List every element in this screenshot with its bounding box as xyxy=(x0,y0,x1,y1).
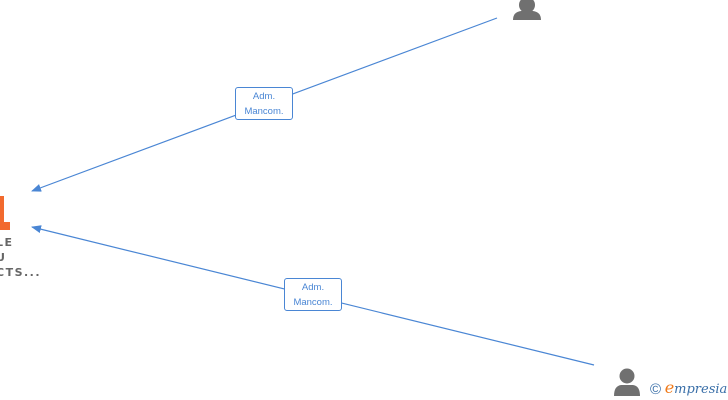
edge-label-bottom[interactable]: Adm. Mancom. xyxy=(284,278,342,311)
edge-label-role-type: Mancom. xyxy=(293,297,333,308)
edge-label-role-type: Mancom. xyxy=(244,106,284,117)
person-icon[interactable] xyxy=(614,368,640,397)
brand-name: mpresia xyxy=(674,382,728,397)
edge-label-top[interactable]: Adm. Mancom. xyxy=(235,87,293,120)
person-icon[interactable] xyxy=(513,0,541,20)
empresia-watermark: © empresia xyxy=(650,378,727,398)
brand-initial: e xyxy=(664,378,675,397)
edge-label-role: Adm. xyxy=(301,282,325,293)
building-icon xyxy=(0,196,10,230)
company-name-line-1: LE xyxy=(0,236,14,249)
company-name-line-2: U xyxy=(0,251,7,264)
edge-label-role: Adm. xyxy=(252,91,276,102)
copyright-symbol: © xyxy=(650,381,662,398)
company-name-line-3: CTS... xyxy=(0,266,42,279)
